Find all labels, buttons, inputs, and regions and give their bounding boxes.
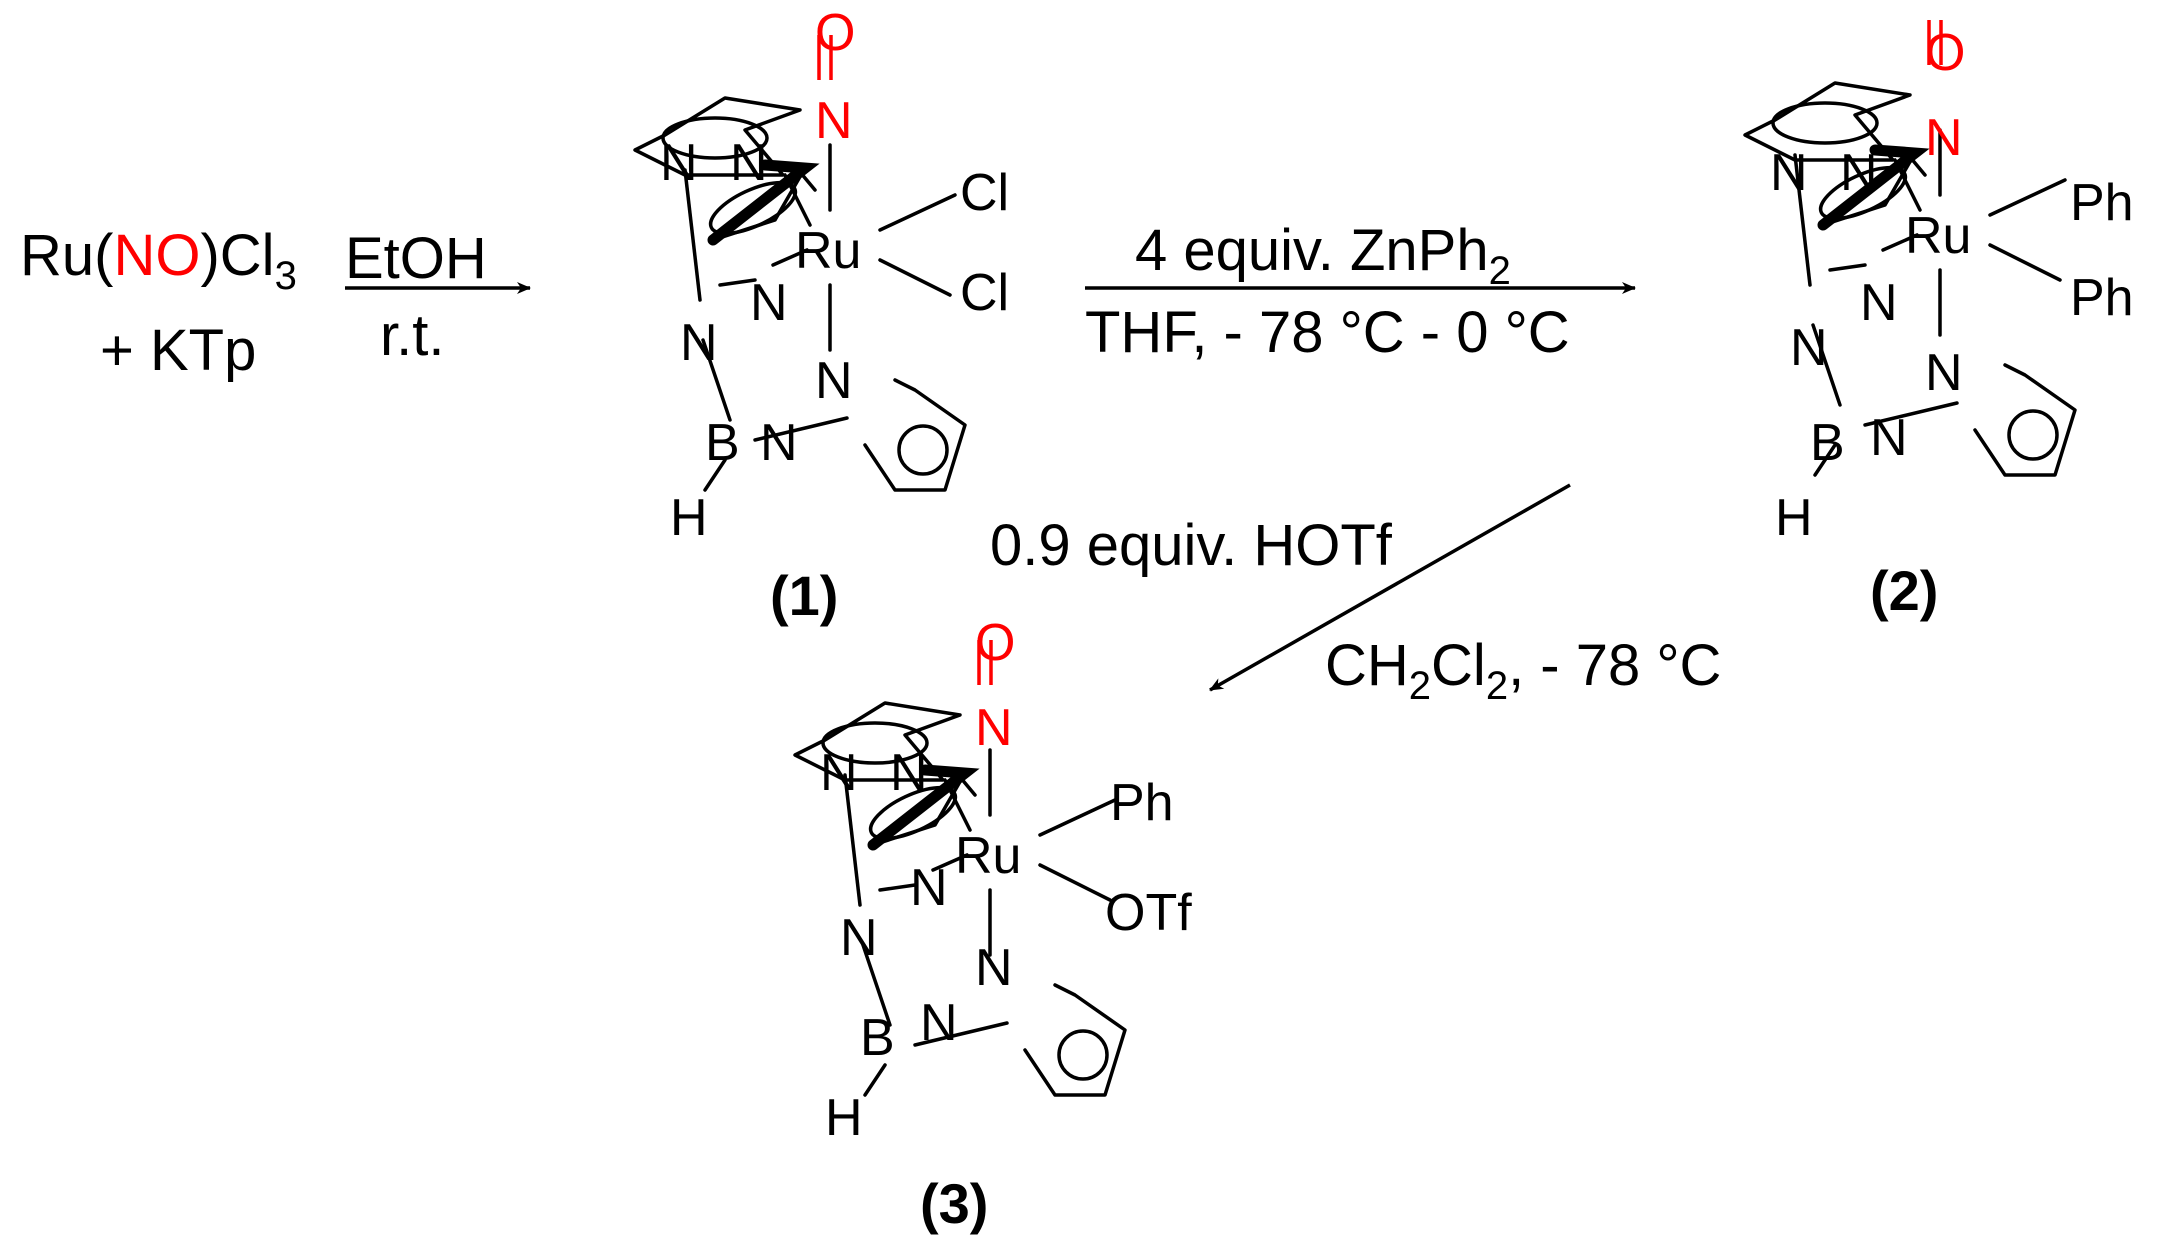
- reactants: Ru(NO)Cl3 + KTp: [20, 223, 297, 383]
- ligand-top: Ph: [1110, 774, 1174, 832]
- ru-atom: Ru: [1905, 207, 1971, 265]
- potassium-tp: + KTp: [100, 318, 256, 383]
- compound-1: Ru O N N N N N N N B H Cl Cl (1): [635, 4, 1009, 627]
- b-atom: B: [860, 1009, 895, 1067]
- step2-reagent: 4 equiv. ZnPh2: [1135, 218, 1511, 293]
- step3-arrow: 0.9 equiv. HOTf CH2Cl2, - 78 °C: [990, 483, 1721, 708]
- b-atom: B: [1810, 414, 1845, 472]
- ligand-top: Ph: [2070, 174, 2134, 232]
- step2-arrow: 4 equiv. ZnPh2 THF, - 78 °C - 0 °C: [1085, 218, 1636, 365]
- b-atom: B: [705, 414, 740, 472]
- compound-1-label: (1): [770, 564, 838, 627]
- n-atom: N: [1840, 144, 1878, 202]
- step3-reagent: 0.9 equiv. HOTf: [990, 513, 1393, 578]
- ligand-bottom: OTf: [1105, 884, 1192, 942]
- o-atom: O: [1925, 24, 1965, 82]
- n-atom: N: [815, 352, 853, 410]
- step1-condition: r.t.: [380, 303, 444, 368]
- step1-arrow: EtOH r.t.: [345, 226, 531, 368]
- step1-reagent: EtOH: [345, 226, 487, 291]
- step3-condition: CH2Cl2, - 78 °C: [1325, 633, 1721, 708]
- n-atom: N: [730, 134, 768, 192]
- n-atom: N: [820, 744, 858, 802]
- n-atom: N: [680, 314, 718, 372]
- n-atom: N: [1870, 409, 1908, 467]
- n-atom: N: [750, 274, 788, 332]
- h-atom: H: [1775, 489, 1813, 547]
- ligand-bottom: Cl: [960, 264, 1009, 322]
- compound-3: Ru O N N N N N N N B H Ph OTf (3): [795, 614, 1192, 1235]
- n-atom: N: [890, 744, 928, 802]
- n-atom: N: [975, 939, 1013, 997]
- step3-arrow-line: [1209, 483, 1571, 692]
- compound-3-label: (3): [920, 1172, 988, 1235]
- n-atom: N: [910, 859, 948, 917]
- n-atom: N: [920, 994, 958, 1052]
- n-atom: N: [760, 414, 798, 472]
- compound-2: Ru O N N N N N N N B H Ph Ph (2): [1745, 20, 2134, 622]
- n-atom: N: [1925, 344, 1963, 402]
- ru-atom: Ru: [955, 827, 1021, 885]
- n-nitrosyl-atom: N: [815, 92, 853, 150]
- n-atom: N: [1790, 319, 1828, 377]
- n-nitrosyl-atom: N: [975, 699, 1013, 757]
- n-nitrosyl-atom: N: [1925, 109, 1963, 167]
- n-atom: N: [840, 909, 878, 967]
- n-atom: N: [1860, 274, 1898, 332]
- ligand-bottom: Ph: [2070, 269, 2134, 327]
- ru-atom: Ru: [795, 222, 861, 280]
- h-atom: H: [670, 489, 708, 547]
- n-atom: N: [660, 134, 698, 192]
- ligand-top: Cl: [960, 164, 1009, 222]
- o-atom: O: [975, 614, 1015, 672]
- step2-condition: THF, - 78 °C - 0 °C: [1085, 300, 1570, 365]
- n-atom: N: [1770, 144, 1808, 202]
- compound-2-label: (2): [1870, 559, 1938, 622]
- h-atom: H: [825, 1089, 863, 1147]
- o-atom: O: [815, 4, 855, 62]
- ruthenium-nitrosyl-chloride: Ru(NO)Cl3: [20, 223, 297, 298]
